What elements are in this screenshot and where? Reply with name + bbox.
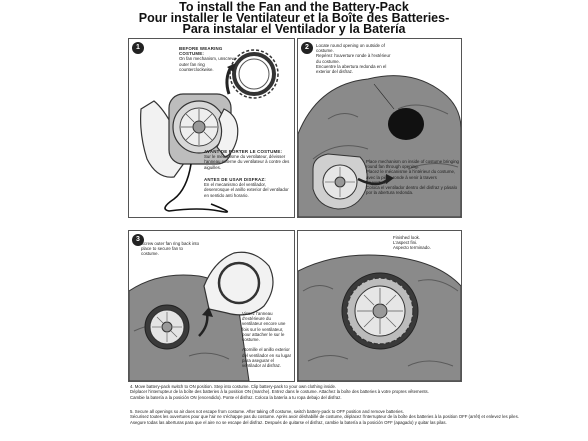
- caption-spanish: ANTES DE USAR DISFRAZ:En el mecanismo de…: [204, 177, 289, 198]
- title-french: Pour installer le Ventilateur et la Boît…: [138, 11, 450, 25]
- illustration-unscrew-fan-ring: [140, 49, 279, 213]
- title-english: To install the Fan and the Battery-Pack: [179, 0, 409, 14]
- panel-step-1: 1 BEFORE WEAR: [128, 38, 295, 218]
- title-spanish: Para instalar el Ventilador y la Batería: [182, 22, 406, 36]
- caption-finished-look: Finished look.L'aspect fini.Aspecto term…: [393, 235, 431, 251]
- round-opening: [388, 108, 424, 140]
- panel-step-2: 2 Locate round opening on outside of cos…: [297, 38, 462, 218]
- caption-before-wearing: BEFORE WEARING COSTUME:On fan mechanism,…: [179, 46, 235, 72]
- caption-locate-opening: Locate round opening on outside of costu…: [316, 43, 391, 75]
- illustration-locate-opening: [298, 75, 461, 217]
- caption-screw-ring: Screw outer fan ring back into place to …: [141, 241, 200, 257]
- outer-fan-ring: [217, 261, 261, 305]
- step-number-2: 2: [301, 42, 313, 54]
- right-hand: [216, 108, 239, 158]
- installed-fan: [144, 304, 190, 350]
- fan-through-opening: [312, 153, 368, 210]
- panel-finished-look: Finished look.L'aspect fini.Aspecto term…: [297, 230, 462, 382]
- caption-place-mechanism: Place mechanism on inside of costume bri…: [366, 159, 459, 196]
- finished-fan: [341, 272, 419, 350]
- caption-screw-ring-translations: Vissez l'anneau d'extérieure du ventilat…: [242, 311, 292, 369]
- battery-cable: [164, 163, 229, 213]
- illustration-screw-ring: [129, 251, 274, 381]
- panel-step-3: 3 Screw outer fan ring back into place t…: [128, 230, 295, 382]
- instruction-step-5: 5. Secure all openings so air does not e…: [130, 409, 519, 425]
- caption-french: AVANT DE PORTER LE COSTUME:Sur le mécani…: [204, 149, 290, 170]
- step-number-1: 1: [132, 42, 144, 54]
- illustration-finished-look: [298, 254, 461, 381]
- instruction-step-4: 4. Move battery-pack switch to ON positi…: [130, 384, 429, 400]
- outer-fan-ring: [229, 49, 279, 99]
- fan-mechanism: [168, 93, 232, 165]
- hand-holding-ring: [203, 251, 274, 316]
- step-number-3: 3: [132, 234, 144, 246]
